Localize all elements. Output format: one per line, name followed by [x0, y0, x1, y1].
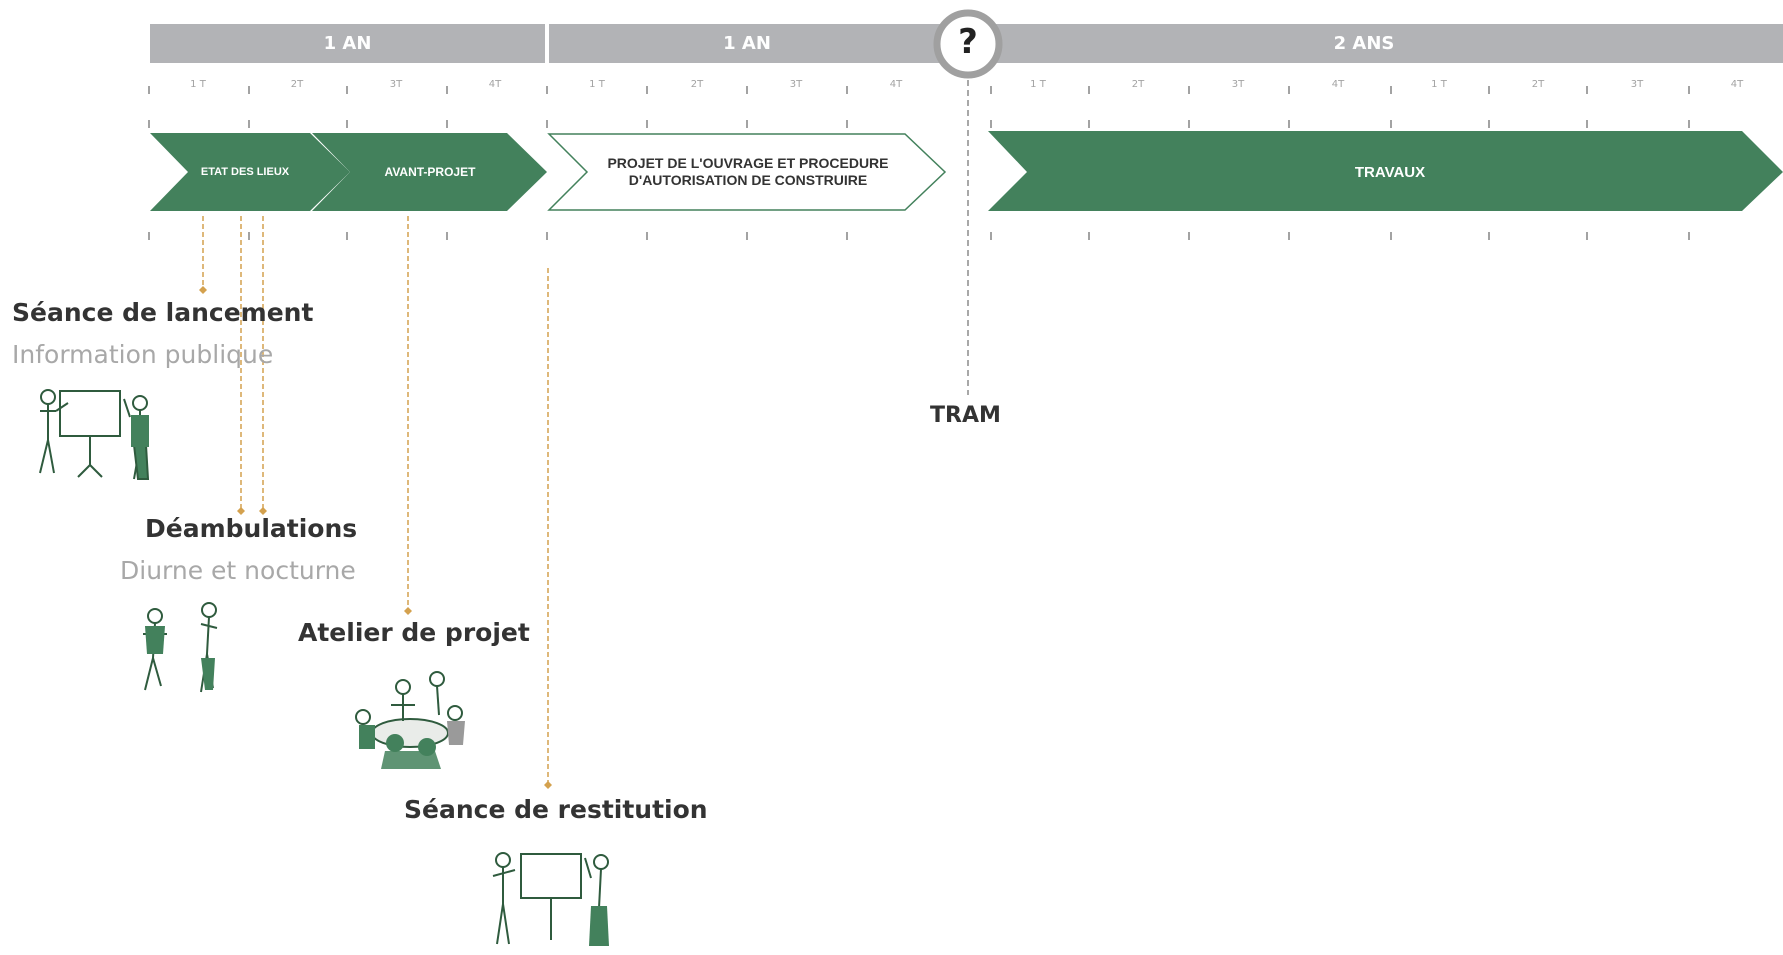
quarter-label: 3T — [789, 79, 803, 90]
connector-dot — [237, 507, 245, 515]
quarter-label: 4T — [488, 79, 502, 90]
quarter-label: 2T — [1531, 79, 1545, 90]
quarter-tick — [1188, 232, 1190, 240]
quarter-tick — [446, 232, 448, 240]
quarter-tick — [546, 86, 548, 94]
phase-chevron-avant-projet — [312, 133, 547, 211]
milestone-question-mark: ? — [958, 22, 978, 62]
period-bar-year-1: 1 AN — [150, 24, 545, 63]
quarter-tick — [1288, 86, 1290, 94]
quarter-tick — [446, 86, 448, 94]
quarter-tick — [1488, 232, 1490, 240]
phase-chevron-travaux — [988, 131, 1783, 211]
quarter-tick — [546, 232, 548, 240]
quarter-tick — [990, 232, 992, 240]
connector-dot — [404, 607, 412, 615]
quarter-tick — [1088, 86, 1090, 94]
quarter-tick — [546, 120, 548, 128]
quarter-label: 3T — [389, 79, 403, 90]
event-title-deambulations: Déambulations — [145, 514, 358, 543]
quarter-tick — [1188, 86, 1190, 94]
quarter-tick — [846, 86, 848, 94]
quarter-tick — [1586, 232, 1588, 240]
quarter-tick — [248, 232, 250, 240]
quarter-label: 3T — [1231, 79, 1245, 90]
quarter-label: 1 T — [589, 79, 605, 90]
phase-chevron-etat-des-lieux — [150, 133, 350, 211]
quarter-label: 4T — [1331, 79, 1345, 90]
quarter-label: 4T — [1730, 79, 1744, 90]
quarter-label: 3T — [1630, 79, 1644, 90]
event-title-seance-restitution: Séance de restitution — [404, 795, 708, 824]
phase-chevron-projet-ouvrage — [547, 133, 947, 211]
milestone-circle — [933, 9, 1003, 79]
quarter-tick — [1586, 120, 1588, 128]
quarter-tick — [1288, 120, 1290, 128]
event-title-atelier-projet: Atelier de projet — [298, 618, 530, 647]
quarter-tick — [148, 86, 150, 94]
quarter-label: 1 T — [1431, 79, 1447, 90]
quarter-tick — [1586, 86, 1588, 94]
walking-people-icon — [143, 602, 218, 693]
quarter-label: 4T — [889, 79, 903, 90]
quarter-tick — [1488, 86, 1490, 94]
quarter-tick — [646, 120, 648, 128]
quarter-tick — [1688, 120, 1690, 128]
connector-dot — [259, 507, 267, 515]
quarter-label: 2T — [690, 79, 704, 90]
quarter-tick — [248, 120, 250, 128]
quarter-tick — [646, 86, 648, 94]
quarter-tick — [746, 86, 748, 94]
workshop-table-icon — [355, 671, 465, 769]
quarter-tick — [1688, 232, 1690, 240]
quarter-tick — [746, 232, 748, 240]
quarter-tick — [1488, 120, 1490, 128]
event-subtitle-diurne-nocturne: Diurne et nocturne — [120, 556, 356, 585]
phase-label-travaux: TRAVAUX — [1354, 163, 1426, 181]
presentation-people-icon — [492, 852, 609, 946]
quarter-tick — [1088, 232, 1090, 240]
phase-label-etat-des-lieux: ETAT DES LIEUX — [200, 166, 290, 178]
quarter-tick — [1688, 86, 1690, 94]
event-title-seance-lancement: Séance de lancement — [12, 298, 314, 327]
quarter-tick — [1088, 120, 1090, 128]
quarter-tick — [148, 120, 150, 128]
quarter-tick — [1390, 232, 1392, 240]
quarter-tick — [1390, 86, 1392, 94]
period-bar-year-2: 1 AN — [549, 24, 945, 63]
quarter-tick — [248, 86, 250, 94]
quarter-tick — [990, 120, 992, 128]
presentation-people-icon — [39, 389, 150, 480]
quarter-tick — [1390, 120, 1392, 128]
quarter-tick — [446, 120, 448, 128]
tram-label: TRAM — [930, 403, 1001, 428]
event-subtitle-information-publique: Information publique — [12, 340, 274, 369]
connector-dot — [199, 286, 207, 294]
phase-label-projet-ouvrage: PROJET DE L'OUVRAGE ET PROCEDURE D'AUTOR… — [607, 155, 889, 188]
quarter-tick — [1188, 120, 1190, 128]
quarter-tick — [148, 232, 150, 240]
connector-dot — [544, 781, 552, 789]
quarter-label: 2T — [290, 79, 304, 90]
period-bar-years-3-4: 2 ANS — [945, 24, 1783, 63]
quarter-tick — [346, 232, 348, 240]
quarter-tick — [990, 86, 992, 94]
quarter-tick — [1288, 232, 1290, 240]
quarter-tick — [346, 120, 348, 128]
phase-label-avant-projet: AVANT-PROJET — [384, 165, 476, 179]
quarter-label: 2T — [1131, 79, 1145, 90]
quarter-tick — [346, 86, 348, 94]
quarter-tick — [746, 120, 748, 128]
quarter-tick — [846, 120, 848, 128]
quarter-tick — [646, 232, 648, 240]
quarter-label: 1 T — [190, 79, 206, 90]
quarter-label: 1 T — [1030, 79, 1046, 90]
quarter-tick — [846, 232, 848, 240]
